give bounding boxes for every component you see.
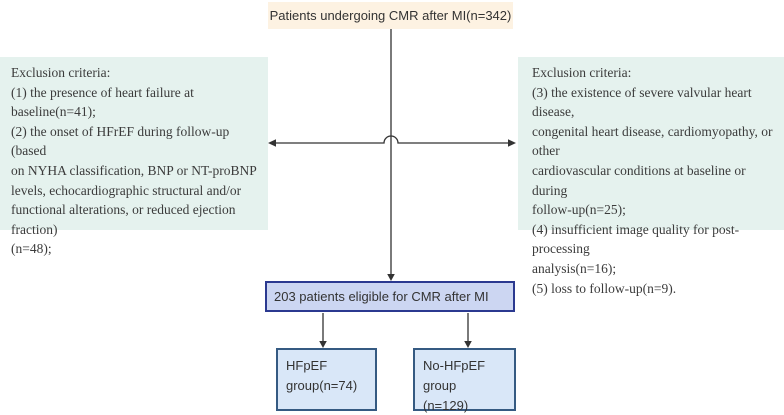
arrowhead-right-exclusion-icon [508,139,516,147]
arrowhead-down-hfpef-icon [319,341,327,348]
eligible-patients-box: 203 patients eligible for CMR after MI [265,281,515,312]
no-hfpef-group-box: No-HFpEF group (n=129) [413,348,516,413]
arrowhead-down-no-hfpef-icon [464,341,472,348]
right-exclusion-criteria-box: Exclusion criteria: (3) the existence of… [518,57,784,296]
arrowhead-left-exclusion-icon [268,139,276,147]
arrowhead-down-eligible-icon [387,274,395,281]
line-to-exclusion-boxes [276,135,508,144]
eligible-patients-label: 203 patients eligible for CMR after MI [274,289,489,304]
left-exclusion-criteria-box: Exclusion criteria: (1) the presence of … [0,57,268,256]
top-population-box: Patients undergoing CMR after MI(n=342) [268,2,513,29]
hfpef-group-box: HFpEF group(n=74) [276,348,377,411]
top-population-label: Patients undergoing CMR after MI(n=342) [269,8,512,23]
